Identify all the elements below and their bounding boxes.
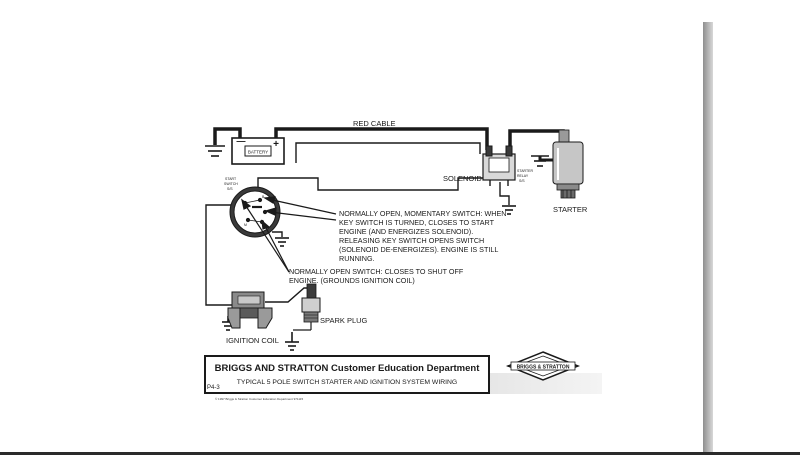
ground-symbol-solenoid [502, 205, 516, 215]
battery-ground-wire [213, 127, 242, 145]
note-line: NORMALLY OPEN, MOMENTARY SWITCH: WHEN [339, 209, 506, 218]
spark-plug [293, 283, 321, 331]
logo-text: BRIGGS & STRATTON [517, 365, 570, 371]
starter-motor [552, 129, 584, 199]
ground-symbol-battery [205, 145, 225, 157]
spark-plug-label: SPARK PLUG [320, 316, 368, 325]
page-code: P4-3 [207, 385, 220, 391]
footer-subtitle: TYPICAL 5 POLE SWITCH STARTER AND IGNITI… [237, 379, 457, 386]
wires [205, 127, 565, 306]
switch-battery-wire [295, 142, 481, 163]
starter-label: STARTER [553, 205, 588, 214]
battery: BATTERY — + [231, 136, 285, 165]
copyright-note: © 1997 Briggs & Stratton Customer Educat… [215, 397, 303, 401]
open-switch-note: NORMALLY OPEN SWITCH: CLOSES TO SHUT OFF… [289, 267, 464, 285]
starter-relay-label-1: STARTER [517, 169, 533, 173]
briggs-stratton-logo: BRIGGS & STRATTON [505, 351, 581, 381]
switch-terminal-m: M [244, 223, 247, 227]
note-line: KEY SWITCH IS TURNED, CLOSES TO START [339, 218, 495, 227]
red-cable-wire [274, 127, 489, 150]
callout-arrows [241, 196, 337, 273]
red-cable-label: RED CABLE [353, 119, 396, 128]
ground-symbol-starter [531, 155, 549, 167]
page-edge-shadow [703, 22, 713, 455]
ignition-coil [227, 291, 273, 329]
solenoid-ground-wire [499, 182, 510, 205]
battery-plus: + [273, 139, 279, 150]
switch-coil-wire [205, 204, 232, 306]
ground-symbol-plug [285, 332, 299, 351]
start-switch-label-2: SWITCH [224, 182, 238, 186]
starter-relay-label-2: RELAY [517, 174, 529, 178]
note-line: ENGINE. (GROUNDS IGNITION COIL) [289, 276, 415, 285]
switch-terminal-b: B [262, 195, 265, 199]
note-line: ENGINE (AND ENERGIZES SOLENOID). [339, 227, 473, 236]
bottom-rule [0, 452, 800, 455]
note-line: RUNNING. [339, 254, 375, 263]
starter-relay-label-3: S/S [519, 179, 525, 183]
start-switch-label-3: S/S [227, 187, 233, 191]
note-line: RELEASING KEY SWITCH OPENS SWITCH [339, 236, 484, 245]
switch-ground-wire [272, 231, 283, 237]
ground-symbol-switch [275, 237, 289, 247]
battery-minus: — [237, 136, 246, 146]
start-switch-label-1: START [225, 177, 237, 181]
note-line: NORMALLY OPEN SWITCH: CLOSES TO SHUT OFF [289, 267, 464, 276]
battery-label: BATTERY [248, 150, 268, 155]
solenoid [482, 145, 516, 186]
switch-solenoid-wire [257, 177, 484, 193]
momentary-switch-note: NORMALLY OPEN, MOMENTARY SWITCH: WHEN KE… [339, 209, 506, 263]
note-line: (SOLENOID DE-ENERGIZES). ENGINE IS STILL [339, 245, 498, 254]
solenoid-label: SOLENOID [443, 174, 482, 183]
ignition-coil-label: IGNITION COIL [226, 336, 279, 345]
footer-title-box [204, 355, 490, 394]
footer-title: BRIGGS AND STRATTON Customer Education D… [215, 363, 481, 374]
starter-ground-wire [538, 156, 553, 162]
